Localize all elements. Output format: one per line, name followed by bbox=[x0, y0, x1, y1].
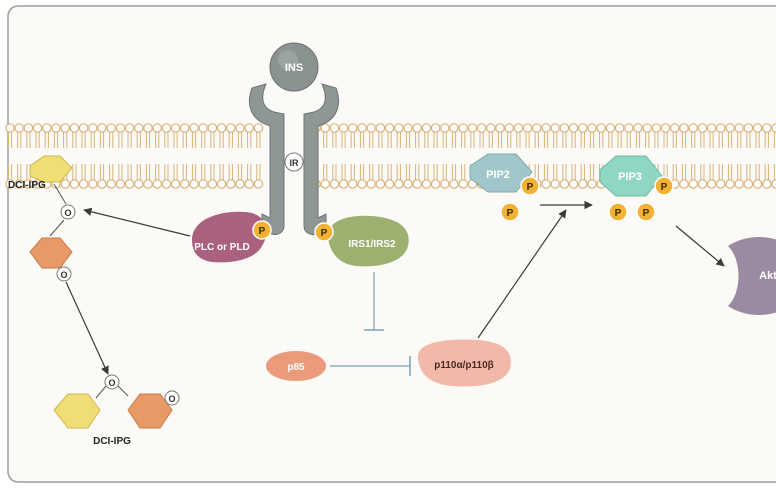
ir-label: IR bbox=[290, 158, 300, 168]
pip3-label: PIP3 bbox=[618, 171, 642, 183]
p110-label: p110α/p110β bbox=[434, 360, 494, 371]
ins-label: INS bbox=[285, 62, 303, 74]
cell-membrane bbox=[5, 123, 776, 189]
akt-kinase: Akt bbox=[728, 237, 776, 315]
dci-ipg-top-label: DCI-IPG bbox=[8, 180, 46, 191]
ir-label-badge bbox=[284, 152, 304, 172]
phospho-label: P bbox=[527, 182, 534, 193]
arrow-plc-to-dci-ipg bbox=[83, 207, 191, 237]
phospho-label: P bbox=[507, 208, 514, 219]
insulin-molecule: INS bbox=[269, 42, 319, 92]
pip2-molecule: PIP2 P P bbox=[469, 153, 540, 222]
phospho-label: P bbox=[643, 208, 650, 219]
oxygen-label: O bbox=[64, 208, 71, 218]
akt-label: Akt bbox=[759, 270, 776, 282]
arrow-dci-ipg-release bbox=[65, 281, 109, 375]
arrow-pip3-to-akt bbox=[675, 225, 725, 267]
phospho-label: P bbox=[661, 182, 668, 193]
p110-subunit: p110α/p110β bbox=[418, 339, 511, 387]
phospho-label: P bbox=[259, 226, 266, 237]
pip3-molecule: PIP3 P P P bbox=[599, 155, 674, 222]
dci-ipg-top: O O DCI-IPG bbox=[8, 155, 76, 282]
arrow-p110-to-pip3 bbox=[477, 209, 567, 339]
plc-pld-enzyme: PLC or PLD bbox=[192, 211, 267, 263]
phospho-receptor-right: P bbox=[314, 222, 334, 242]
irs-protein: IRS1/IRS2 bbox=[327, 215, 409, 267]
plc-label: PLC or PLD bbox=[194, 242, 250, 253]
phospho-label: P bbox=[615, 208, 622, 219]
p85-label: p85 bbox=[287, 362, 305, 373]
pip2-label: PIP2 bbox=[486, 169, 510, 181]
oxygen-label: O bbox=[108, 378, 115, 388]
irs-label: IRS1/IRS2 bbox=[348, 239, 396, 250]
phospho-receptor-left: P bbox=[252, 220, 272, 240]
p85-subunit: p85 bbox=[266, 351, 326, 381]
dci-ipg-bottom-label: DCI-IPG bbox=[93, 436, 131, 447]
insulin-receptor: IR bbox=[248, 83, 340, 235]
dci-ipg-bottom: O O DCI-IPG bbox=[53, 374, 180, 447]
oxygen-label: O bbox=[60, 270, 67, 280]
oxygen-label: O bbox=[168, 394, 175, 404]
phospho-label: P bbox=[321, 228, 328, 239]
